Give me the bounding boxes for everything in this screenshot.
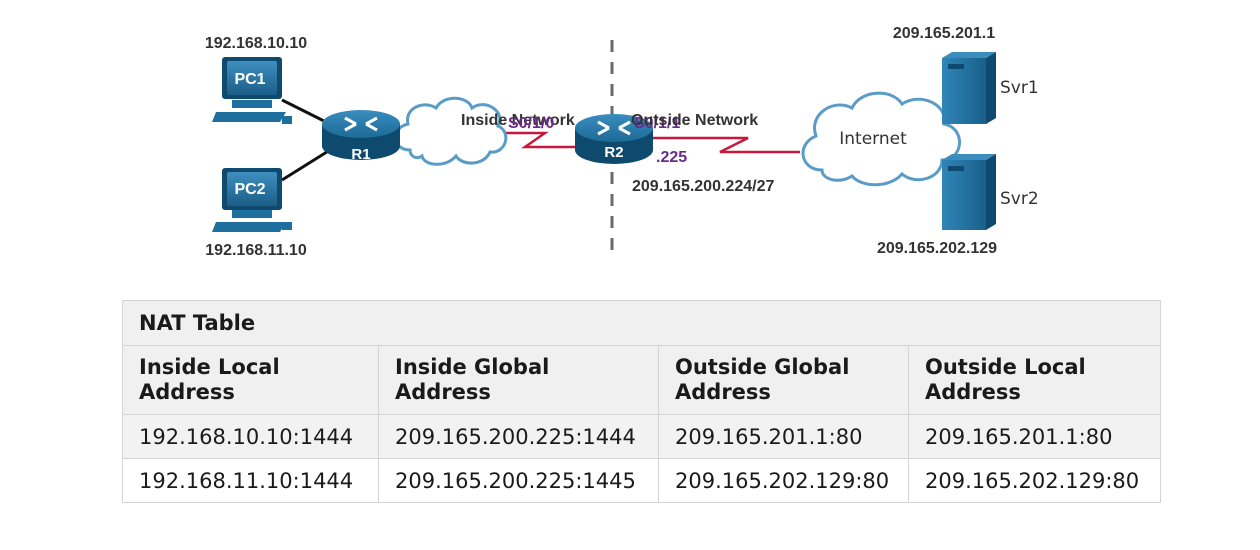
svr1-ip-label: 209.165.201.1 [893,25,995,42]
r2-s0-1-1-label: S0/1/1 [634,115,680,132]
nat-table: NAT Table Inside Local Address Inside Gl… [121,300,1162,503]
r1-name: R1 [351,146,370,163]
table-row: 192.168.10.10:1444 209.165.200.225:1444 … [122,414,1162,459]
table-cell: 192.168.10.10:1444 [122,414,379,459]
r2-name: R2 [604,144,623,161]
network-topology-diagram: Internet PC1 192.168.10.10 PC2 192.168.1… [205,25,1039,259]
header-inside-global: Inside Global Address [378,345,659,415]
svr2-name: Svr2 [1000,189,1039,209]
link-pc1-r1 [281,98,331,126]
header-inside-local: Inside Local Address [122,345,379,415]
header-outside-global: Outside Global Address [658,345,909,415]
serial-link-inside [500,131,580,149]
link-pc2-r1 [281,148,331,182]
serial-link-outside [650,136,800,154]
table-cell: 209.165.202.129:80 [658,458,909,503]
pc2-ip-label: 192.168.11.10 [205,242,307,259]
inside-network-label: Inside Network [461,112,575,129]
table-cell: 192.168.11.10:1444 [122,458,379,503]
outside-network-label: Outside Network [631,112,758,129]
svr1-name: Svr1 [1000,78,1039,98]
r2-host-octet-label: .225 [656,149,687,166]
pc1-ip-label: 192.168.10.10 [205,35,307,52]
svr1-server-icon [942,52,996,124]
svr2-server-icon [942,154,996,230]
pc2-name: PC2 [234,181,265,198]
inside-cloud-icon [394,96,508,166]
table-row: 192.168.11.10:1444 209.165.200.225:1445 … [122,458,1162,503]
table-cell: 209.165.202.129:80 [907,458,1162,503]
table-cell: 209.165.201.1:80 [907,414,1162,459]
internet-label: Internet [839,129,907,149]
pc2-icon: PC2 [212,168,292,232]
table-cell: 209.165.200.225:1444 [378,414,659,459]
r2-s0-1-0-label: S0/1/0 [508,115,554,132]
internet-cloud-icon: Internet [801,91,961,187]
svr2-ip-label: 209.165.202.129 [877,240,997,257]
table-cell: 209.165.200.225:1445 [378,458,659,503]
table-cell: 209.165.201.1:80 [658,414,909,459]
pc1-name: PC1 [234,71,265,88]
pc1-icon: PC1 [212,57,292,124]
nat-table-title: NAT Table [121,300,1162,346]
outside-subnet-label: 209.165.200.224/27 [632,178,774,195]
r2-router-icon: R2 [575,114,653,164]
r1-router-icon: R1 [322,110,400,163]
header-outside-local: Outside Local Address [907,345,1162,415]
